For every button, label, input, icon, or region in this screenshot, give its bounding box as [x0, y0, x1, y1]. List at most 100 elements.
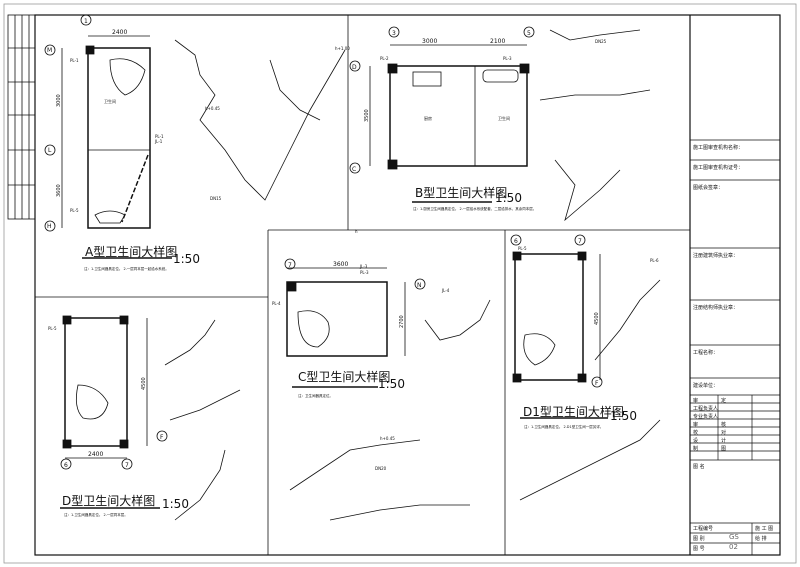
dim-b-2: 2100 — [490, 38, 505, 45]
axis-a-h: H — [47, 223, 52, 230]
room-a: 卫生间 — [104, 98, 116, 104]
axis-b-d: D — [352, 64, 357, 71]
outer-border — [3, 3, 797, 564]
review-no-label: 施工图审查机构证号： — [693, 165, 744, 171]
tag-c-3: PL-4 — [272, 301, 281, 306]
dim-d-2: 4500 — [141, 377, 147, 390]
dim-a-width: 2400 — [112, 29, 127, 36]
tag-d1-2: PL-6 — [650, 258, 659, 263]
role-label: 制 — [693, 446, 699, 452]
axis-c-n: N — [417, 282, 422, 289]
number-value: 02 — [729, 543, 738, 551]
review-org-label: 施工图审查机构名称： — [693, 145, 744, 151]
room-b-kitchen: 厨房 — [424, 115, 432, 121]
tag-a-1: PL-1 — [70, 58, 79, 63]
architect-seal-label: 注册建筑师执业章： — [693, 253, 739, 259]
tag-a-3: JL-1 — [154, 139, 163, 144]
axis-b-3: 3 — [392, 30, 396, 37]
title-d: D型卫生间大样图 — [62, 493, 155, 508]
role-label: 工程负责人 — [693, 406, 719, 412]
role-label: 专业负责人 — [693, 414, 719, 420]
title-c: C型卫生间大样图 — [298, 369, 390, 384]
inner-frame — [34, 14, 781, 556]
pipe-label: DN15 — [210, 196, 222, 201]
tag-b-1: PL-2 — [380, 56, 389, 61]
project-name-label: 工程名称： — [693, 350, 719, 356]
scale-d: 1:50 — [162, 497, 189, 511]
number-label: 图 号 — [693, 546, 705, 552]
dim-b-3: 3500 — [364, 109, 370, 122]
role-label: 校 — [693, 430, 699, 436]
client-label: 建设单位： — [693, 383, 719, 389]
tag-d1-1: PL-5 — [518, 246, 527, 251]
axis-a-1: 1 — [84, 18, 88, 25]
axis-c-7: 7 — [288, 262, 292, 269]
title-a: A型卫生间大样图 — [85, 244, 177, 259]
axis-a-m: M — [47, 47, 52, 54]
role-label: 审 — [693, 422, 699, 428]
tag-c-2: PL-3 — [360, 270, 369, 275]
scale-d1: 1:50 — [610, 409, 637, 423]
discipline-value: 给 排 — [755, 536, 767, 542]
pipe-label: DN25 — [595, 39, 607, 44]
pipe-label: h — [355, 229, 358, 234]
title-block: 施工图审查机构名称： 施工图审查机构证号： 图纸会签章： 注册建筑师执业章： 注… — [691, 17, 779, 554]
note-d1: 注：1.卫生间器具定位。 2.D1型卫生间一层另详。 — [524, 424, 603, 429]
axis-d-6: 6 — [64, 462, 68, 469]
role-label: 定 — [721, 398, 727, 404]
title-d1: D1型卫生间大样图 — [523, 404, 624, 419]
role-label: 核 — [721, 422, 727, 428]
pipe-label: h+0.45 — [380, 436, 395, 441]
dim-a-lower: 3600 — [56, 184, 62, 197]
note-d: 注：1.卫生间器具定位。 2.一层同本层。 — [64, 512, 128, 517]
axis-d-7: 7 — [125, 462, 129, 469]
note-b: 注：1.厨房卫生间器具定位。 2.一层给水系统配套，二层给排水，其余同本层。 — [413, 206, 536, 211]
left-signature-strip — [7, 14, 36, 220]
pipe-label: h+0.45 — [205, 106, 220, 111]
dim-d1-1: 4500 — [594, 312, 600, 325]
note-c: 注：卫生间器具定位。 — [298, 393, 333, 398]
plan-d1 — [510, 234, 661, 501]
project-no-label: 工程编号 — [693, 526, 714, 532]
stage-label: 施 工 图 — [755, 526, 774, 532]
plan-d — [60, 315, 241, 521]
scale-a: 1:50 — [173, 252, 200, 266]
note-a: 注：1.卫生间器具定位。 2.一层同本层一起给水系统。 — [84, 266, 169, 271]
axis-b-c: C — [352, 166, 356, 173]
axis-d1-f: F — [595, 380, 599, 387]
scale-c: 1:50 — [378, 377, 405, 391]
sign-label: 图纸会签章： — [693, 185, 724, 191]
axis-a-l: L — [48, 147, 52, 154]
role-label: 审 — [693, 398, 699, 404]
tag-b-2: PL-3 — [503, 56, 512, 61]
category-label: 图 别 — [693, 536, 705, 542]
tag-a-4: PL-5 — [70, 208, 79, 213]
dim-c-2: 2700 — [399, 315, 405, 328]
axis-d1-6: 6 — [514, 238, 518, 245]
title-block-lines — [690, 139, 780, 555]
plan-a — [44, 14, 346, 259]
dim-a-upper: 3000 — [56, 94, 62, 107]
drawing-name-label: 图 名 — [693, 464, 705, 470]
axis-b-5: 5 — [527, 30, 531, 37]
plan-b — [349, 26, 651, 222]
tag-d-1: PL-5 — [48, 326, 57, 331]
dim-d-1: 2400 — [88, 451, 103, 458]
role-label: 对 — [721, 430, 727, 436]
role-label: 设 — [693, 438, 699, 444]
title-b: B型卫生间大样图 — [415, 185, 507, 200]
axis-d1-7: 7 — [578, 238, 582, 245]
tag-c-1: JL-3 — [359, 264, 368, 269]
pipe-label: h+1.00 — [335, 46, 350, 51]
structural-seal-label: 注册结构师执业章： — [693, 305, 739, 311]
dim-b-1: 3000 — [422, 38, 437, 45]
pipe-label: DN20 — [375, 466, 387, 471]
scale-b: 1:50 — [495, 191, 522, 205]
axis-d-f: F — [160, 434, 164, 441]
tag-c-4: JL-4 — [441, 288, 450, 293]
role-label: 图 — [721, 446, 727, 452]
role-label: 计 — [721, 438, 727, 444]
category-value: GS — [729, 533, 739, 541]
plan-c — [284, 258, 491, 521]
